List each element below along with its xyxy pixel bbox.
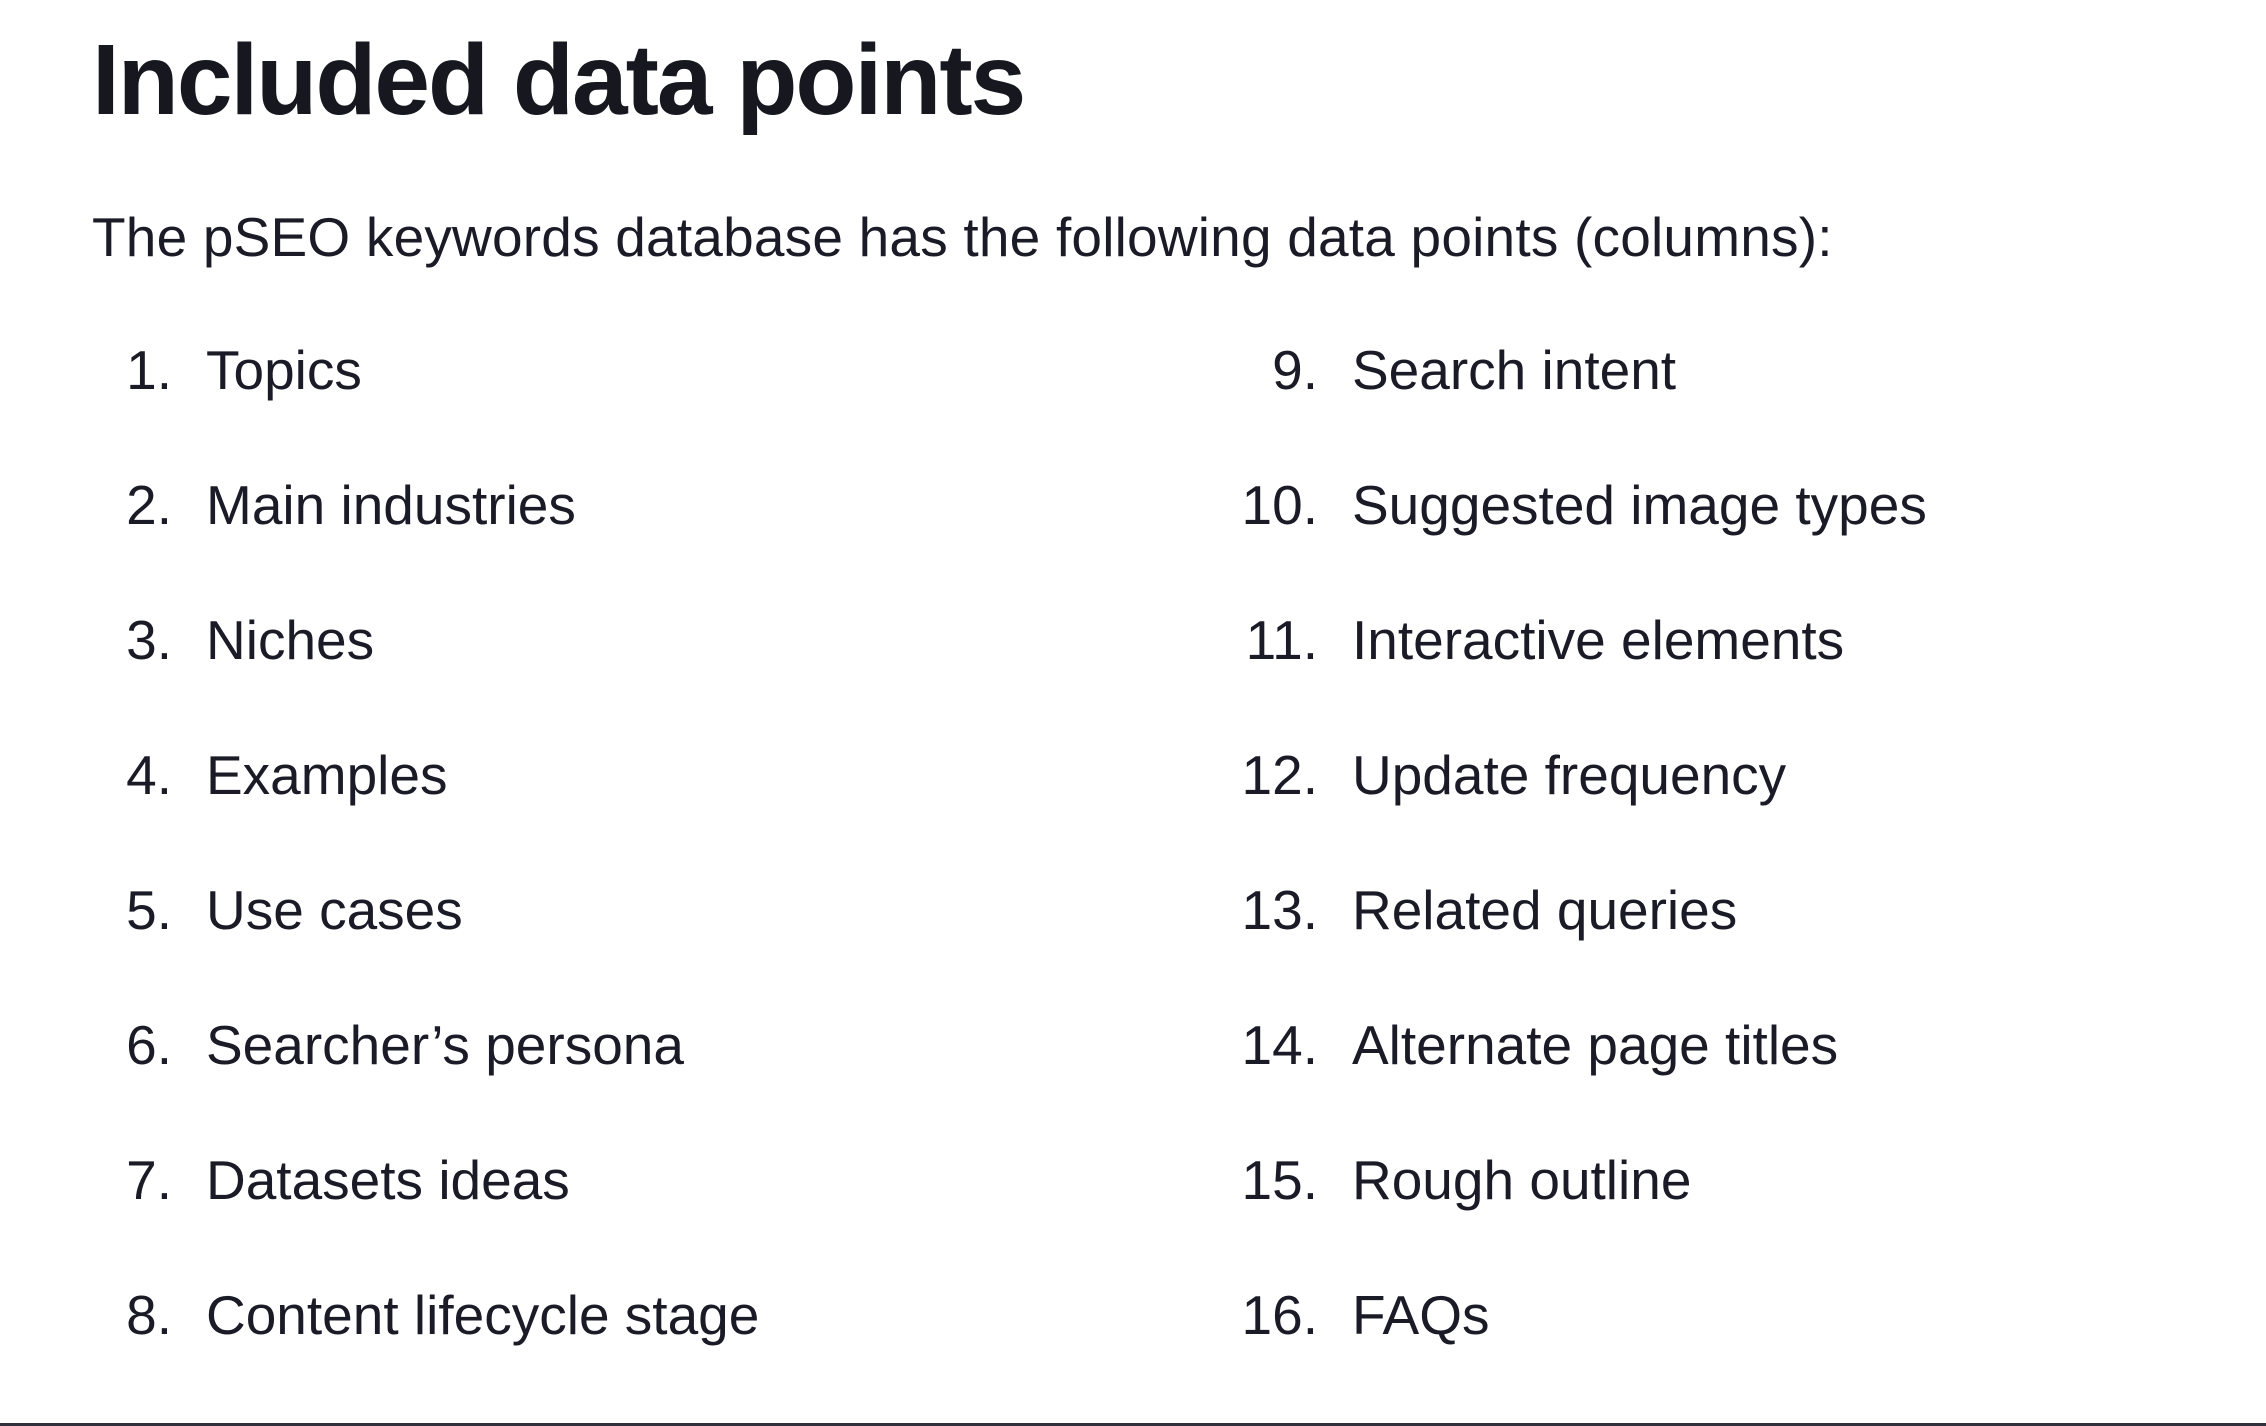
list-item: 5. Use cases bbox=[92, 879, 1238, 942]
list-item-number: 9. bbox=[1272, 339, 1318, 401]
list-item-number: 10. bbox=[1241, 474, 1318, 536]
list-item-label: Interactive elements bbox=[1352, 609, 1845, 671]
list-item-number: 13. bbox=[1241, 879, 1318, 941]
list-item-label: Update frequency bbox=[1352, 744, 1787, 806]
list-item-number: 14. bbox=[1241, 1014, 1318, 1076]
list-item: 4. Examples bbox=[92, 744, 1238, 807]
list-item-number: 8. bbox=[126, 1284, 172, 1346]
intro-paragraph: The pSEO keywords database has the follo… bbox=[92, 206, 1833, 268]
list-item: 3. Niches bbox=[92, 609, 1238, 672]
list-item: 12. Update frequency bbox=[1238, 744, 2176, 807]
list-item-label: Rough outline bbox=[1352, 1149, 1692, 1211]
list-item: 2. Main industries bbox=[92, 474, 1238, 537]
data-points-list: 1. Topics 2. Main industries 3. Niches 4… bbox=[92, 339, 2176, 1419]
list-item-label: Alternate page titles bbox=[1352, 1014, 1839, 1076]
list-item-label: Niches bbox=[206, 609, 375, 671]
list-item-number: 2. bbox=[126, 474, 172, 536]
list-item-label: Content lifecycle stage bbox=[206, 1284, 760, 1346]
list-item-label: Searcher’s persona bbox=[206, 1014, 684, 1076]
list-item-label: Topics bbox=[206, 339, 362, 401]
list-item-label: Related queries bbox=[1352, 879, 1738, 941]
list-item-label: Use cases bbox=[206, 879, 463, 941]
list-item-number: 4. bbox=[126, 744, 172, 806]
list-item: 9. Search intent bbox=[1238, 339, 2176, 402]
list-item-number: 6. bbox=[126, 1014, 172, 1076]
list-item: 8. Content lifecycle stage bbox=[92, 1284, 1238, 1347]
list-item: 7. Datasets ideas bbox=[92, 1149, 1238, 1212]
list-item-number: 7. bbox=[126, 1149, 172, 1211]
list-item-number: 15. bbox=[1241, 1149, 1318, 1211]
list-item-label: Search intent bbox=[1352, 339, 1677, 401]
list-item-number: 16. bbox=[1241, 1284, 1318, 1346]
list-item: 16. FAQs bbox=[1238, 1284, 2176, 1347]
list-item: 6. Searcher’s persona bbox=[92, 1014, 1238, 1077]
list-item-number: 5. bbox=[126, 879, 172, 941]
list-item-label: FAQs bbox=[1352, 1284, 1490, 1346]
list-item-number: 11. bbox=[1245, 609, 1318, 671]
list-item: 13. Related queries bbox=[1238, 879, 2176, 942]
list-item-number: 1. bbox=[126, 339, 172, 401]
list-item: 14. Alternate page titles bbox=[1238, 1014, 2176, 1077]
list-item: 11. Interactive elements bbox=[1238, 609, 2176, 672]
list-item-number: 12. bbox=[1241, 744, 1318, 806]
list-item-number: 3. bbox=[126, 609, 172, 671]
list-item-label: Main industries bbox=[206, 474, 576, 536]
list-item: 10. Suggested image types bbox=[1238, 474, 2176, 537]
list-item-label: Examples bbox=[206, 744, 448, 806]
list-item-label: Suggested image types bbox=[1352, 474, 1927, 536]
list-item-label: Datasets ideas bbox=[206, 1149, 570, 1211]
page-title: Included data points bbox=[92, 24, 1026, 136]
list-item: 15. Rough outline bbox=[1238, 1149, 2176, 1212]
list-item: 1. Topics bbox=[92, 339, 1238, 402]
